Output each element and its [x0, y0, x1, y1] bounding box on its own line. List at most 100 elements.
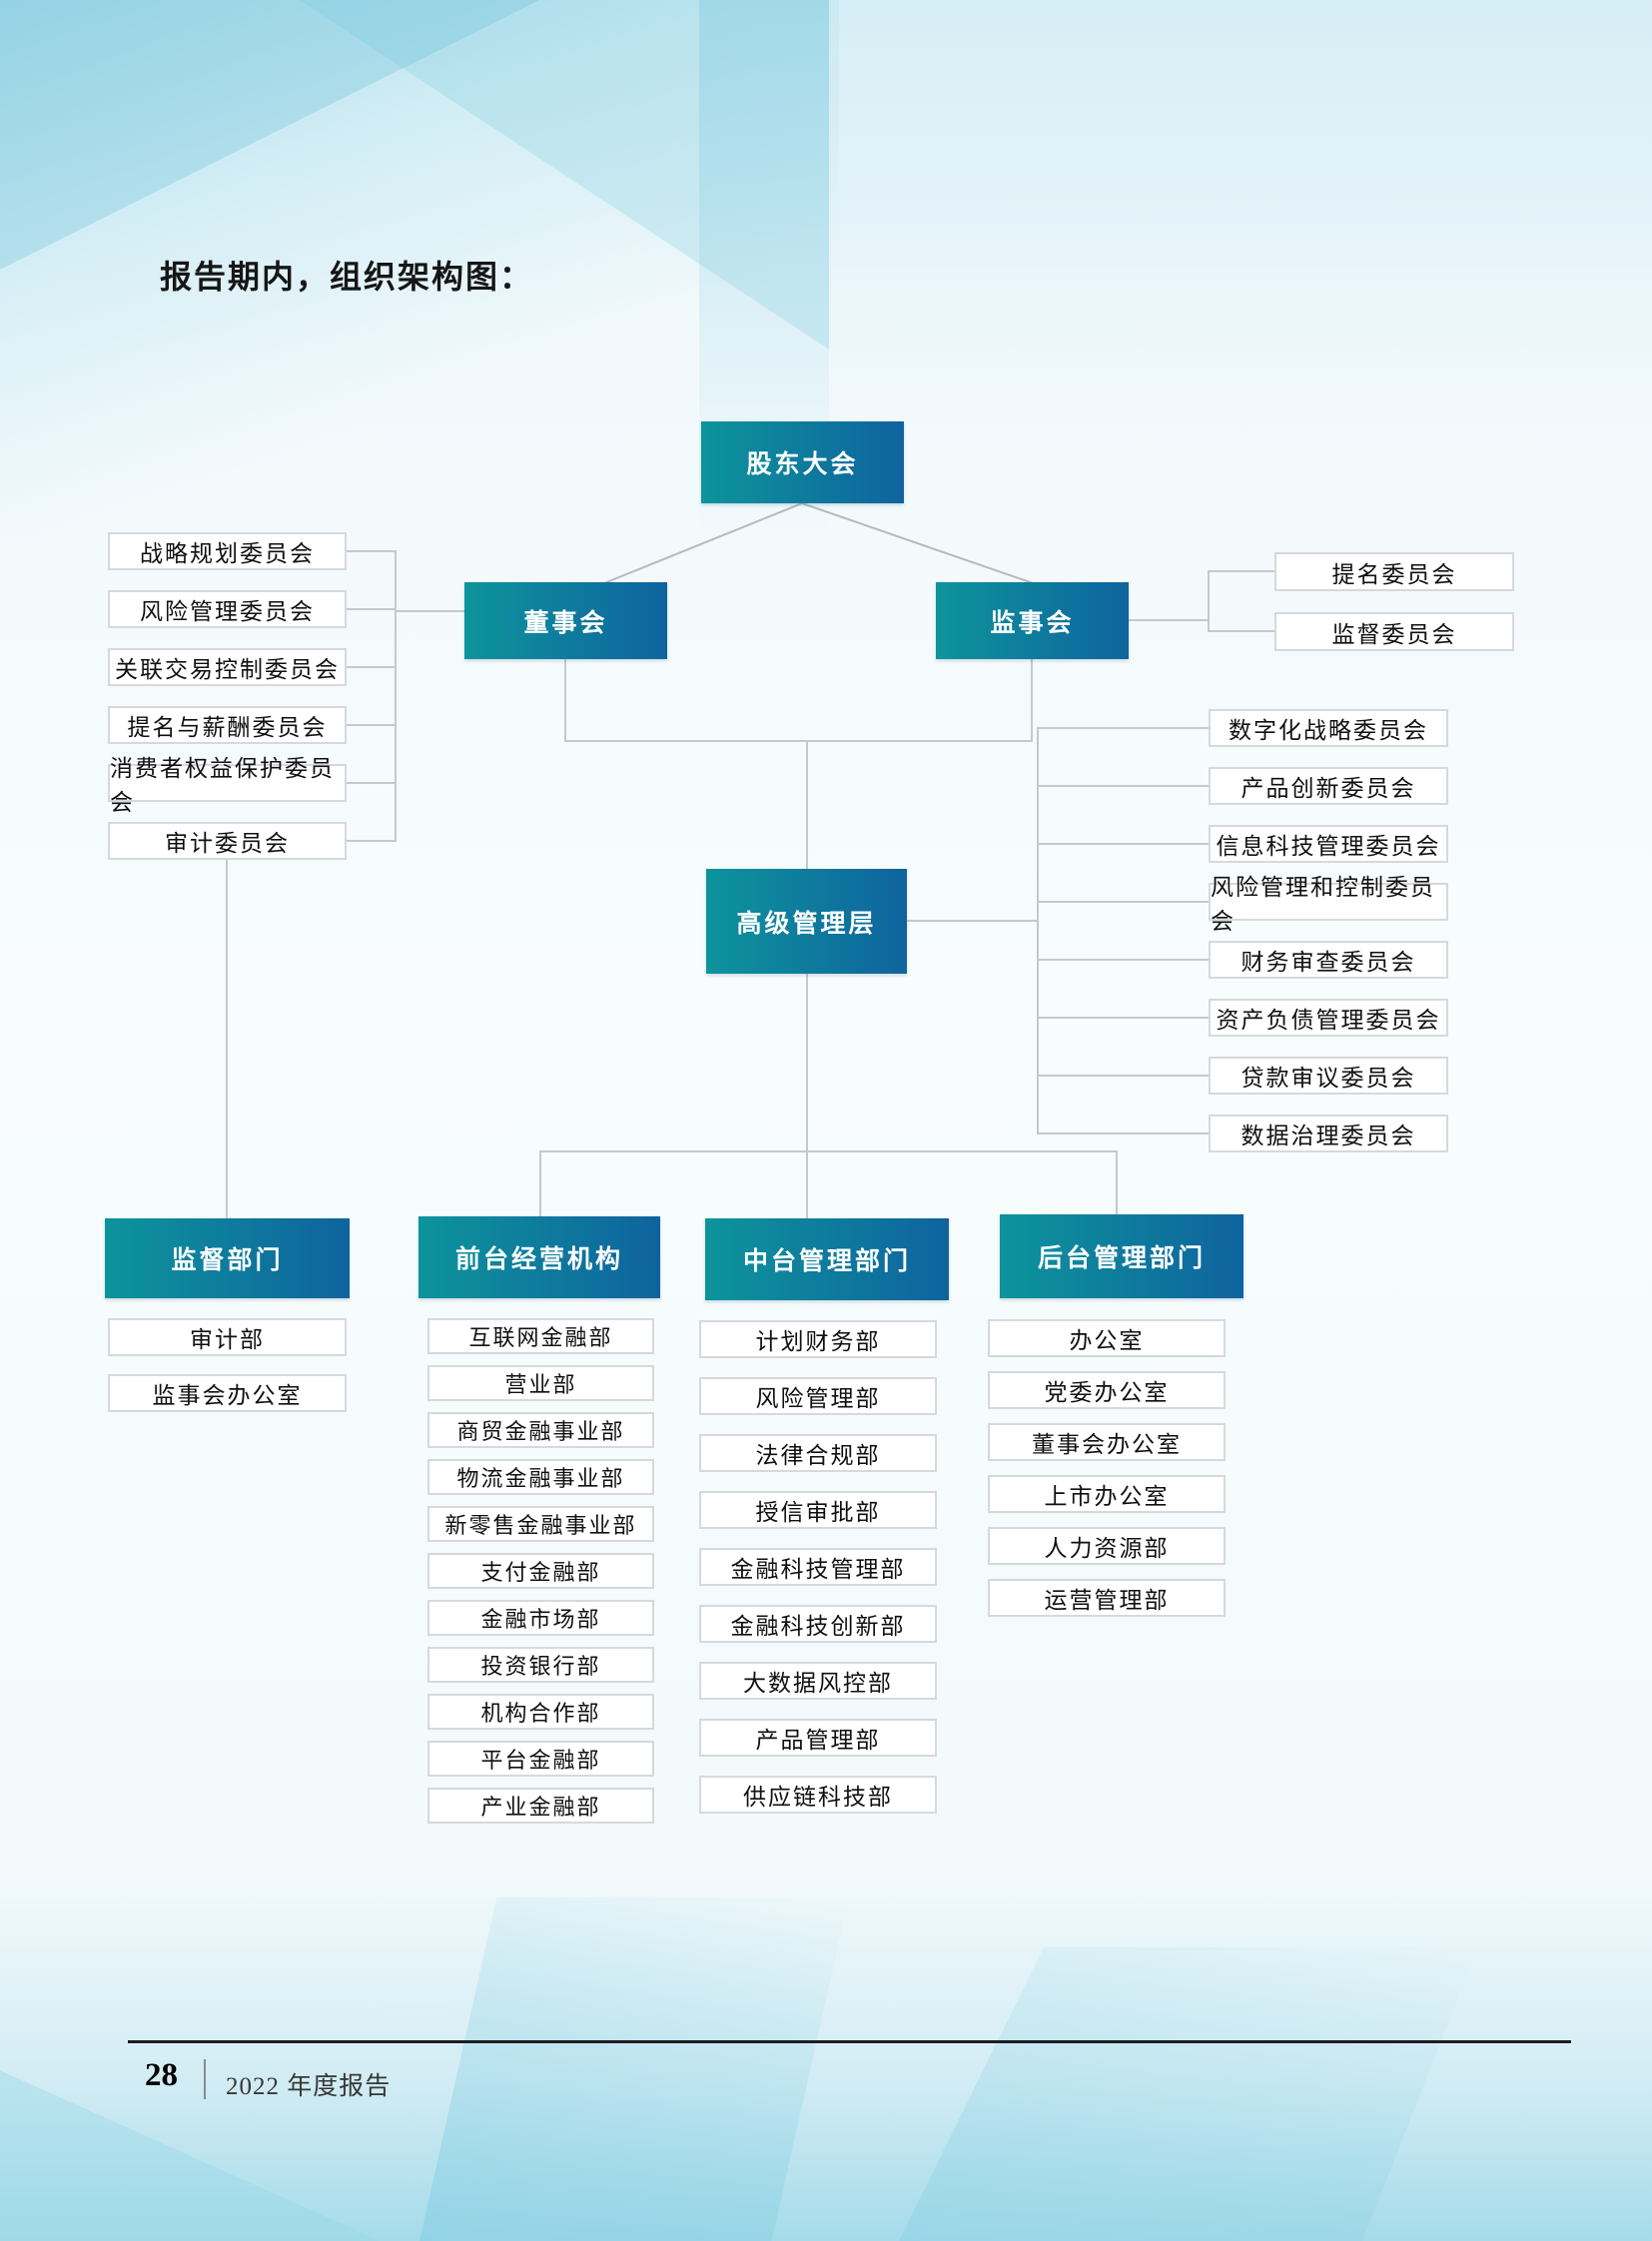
org-node-label: 物流金融事业部 [456, 1466, 625, 1491]
connector [1037, 1075, 1209, 1077]
group-header-front-office: 前台经营机构 [418, 1216, 660, 1298]
org-node-label: 计划财务部 [755, 1329, 881, 1354]
org-node: 产品创新委员会 [1209, 767, 1448, 805]
connector-diagonals [598, 502, 1040, 586]
org-node-label: 产业金融部 [480, 1795, 601, 1820]
org-node-label: 风险管理委员会 [140, 599, 315, 624]
org-node-label: 贷款审议委员会 [1240, 1066, 1416, 1091]
org-node-label: 战略规划委员会 [140, 541, 315, 566]
org-node-label: 审计委员会 [165, 831, 290, 856]
org-node-label: 营业部 [504, 1372, 577, 1397]
connector [806, 1150, 808, 1218]
connector [1129, 619, 1210, 621]
org-node-label: 审计部 [190, 1327, 265, 1352]
connector [1037, 959, 1209, 961]
org-node-label: 办公室 [1069, 1328, 1145, 1353]
management-committees-list: 数字化战略委员会 产品创新委员会 信息科技管理委员会 风险管理和控制委员会 财务… [1209, 709, 1448, 1152]
org-node-label: 金融科技创新部 [730, 1614, 906, 1639]
connector [907, 920, 1039, 922]
middle-office-departments-list: 计划财务部 风险管理部 法律合规部 授信审批部 金融科技管理部 金融科技创新部 [699, 1320, 937, 1814]
org-node: 商贸金融事业部 [427, 1412, 654, 1448]
front-office-departments-list: 互联网金融部 营业部 商贸金融事业部 物流金融事业部 新零售金融事业部 支付金融… [427, 1318, 654, 1824]
org-node: 互联网金融部 [427, 1318, 654, 1354]
background-decoration [0, 1877, 1652, 2241]
org-node: 机构合作部 [427, 1694, 654, 1730]
org-node: 风险管理委员会 [108, 590, 347, 628]
org-node-label: 人力资源部 [1044, 1536, 1170, 1561]
org-node-label: 董事会办公室 [1032, 1432, 1182, 1457]
org-node: 贷款审议委员会 [1209, 1057, 1448, 1095]
connector [1037, 727, 1209, 729]
connector [226, 860, 228, 1219]
background-decoration [829, 0, 1652, 429]
group-header-supervision: 监督部门 [105, 1218, 350, 1298]
org-node: 风险管理和控制委员会 [1209, 875, 1448, 934]
connector [539, 1150, 541, 1218]
org-node: 法律合规部 [699, 1434, 937, 1472]
org-node-label: 数据治理委员会 [1240, 1123, 1416, 1148]
org-node-label: 上市办公室 [1044, 1484, 1170, 1509]
connector [1037, 1132, 1209, 1134]
org-node: 监督委员会 [1274, 612, 1514, 651]
connector [1208, 630, 1274, 632]
org-node-label: 风险管理和控制委员会 [1211, 875, 1435, 934]
org-node: 董事会办公室 [988, 1423, 1226, 1461]
org-node: 新零售金融事业部 [427, 1506, 654, 1542]
org-node: 上市办公室 [988, 1475, 1226, 1513]
org-node: 财务审查委员会 [1209, 941, 1448, 979]
org-node: 产品管理部 [699, 1719, 937, 1757]
connector [564, 740, 1033, 742]
connector [539, 1150, 1118, 1152]
connector [347, 550, 397, 552]
connector [395, 610, 466, 612]
org-node: 计划财务部 [699, 1320, 937, 1358]
node-senior-management: 高级管理层 [706, 869, 907, 974]
org-node: 人力资源部 [988, 1527, 1226, 1565]
org-node-label: 机构合作部 [480, 1701, 601, 1726]
board-committees-list: 战略规划委员会 风险管理委员会 关联交易控制委员会 提名与薪酬委员会 消费者权益… [108, 532, 347, 860]
org-node-label: 关联交易控制委员会 [115, 657, 340, 682]
connector [1037, 843, 1209, 845]
connector [1208, 570, 1210, 632]
org-node-label: 金融市场部 [480, 1607, 601, 1632]
org-node: 营业部 [427, 1365, 654, 1401]
footer-divider [204, 2059, 206, 2099]
org-node-label: 监事会办公室 [152, 1383, 303, 1408]
group-header-middle-office: 中台管理部门 [705, 1218, 949, 1300]
supervisory-committees-list: 提名委员会 监督委员会 [1274, 552, 1514, 651]
org-node-label: 支付金融部 [480, 1560, 601, 1585]
org-node-label: 运营管理部 [1044, 1588, 1170, 1613]
group-header-back-office: 后台管理部门 [1000, 1214, 1243, 1298]
org-node: 平台金融部 [427, 1741, 654, 1777]
org-node: 金融市场部 [427, 1600, 654, 1636]
org-node: 数据治理委员会 [1209, 1115, 1448, 1152]
org-node-label: 消费者权益保护委员会 [110, 756, 335, 815]
org-node-label: 产品创新委员会 [1240, 776, 1416, 801]
org-node: 审计部 [108, 1318, 347, 1356]
background-decoration [899, 1947, 1478, 2241]
org-node: 信息科技管理委员会 [1209, 825, 1448, 863]
org-node: 消费者权益保护委员会 [108, 756, 347, 815]
org-node: 投资银行部 [427, 1647, 654, 1683]
connector [1116, 1150, 1118, 1218]
footer-rule [128, 2040, 1571, 2043]
org-node-label: 信息科技管理委员会 [1216, 834, 1441, 859]
supervision-departments-list: 审计部 监事会办公室 [108, 1318, 347, 1412]
org-node-label: 资产负债管理委员会 [1216, 1008, 1441, 1033]
back-office-departments-list: 办公室 党委办公室 董事会办公室 上市办公室 人力资源部 运营管理部 [988, 1319, 1226, 1617]
org-node: 提名委员会 [1274, 552, 1514, 591]
node-board-of-directors: 董事会 [464, 582, 667, 659]
connector [1037, 727, 1039, 1134]
background-decoration [419, 1897, 849, 2241]
connector [1037, 1017, 1209, 1019]
org-node-label: 财务审查委员会 [1240, 950, 1416, 975]
org-node-label: 新零售金融事业部 [444, 1513, 637, 1538]
node-shareholders-meeting: 股东大会 [701, 421, 904, 503]
connector [347, 724, 397, 726]
background-decoration [0, 2070, 380, 2241]
org-node-label: 投资银行部 [480, 1654, 601, 1679]
connector [1031, 659, 1033, 742]
org-node: 风险管理部 [699, 1377, 937, 1415]
org-node: 支付金融部 [427, 1553, 654, 1589]
